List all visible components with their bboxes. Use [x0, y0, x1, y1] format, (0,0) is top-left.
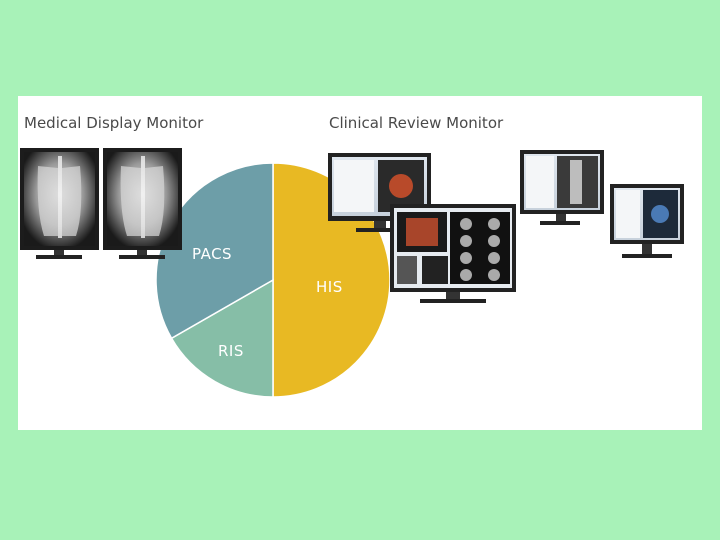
- xray-monitor-icon: [20, 148, 182, 259]
- clinical-review-heading: Clinical Review Monitor: [329, 114, 504, 132]
- pie-label-pacs: PACS: [192, 245, 233, 263]
- pie-slice-his: [272, 162, 391, 398]
- medical-display-heading: Medical Display Monitor: [24, 114, 204, 132]
- pie-chart: [155, 162, 391, 398]
- pie-label-ris: RIS: [218, 342, 244, 360]
- diagram-art: [20, 148, 684, 398]
- pie-label-his: HIS: [316, 278, 343, 296]
- pie-slice-ris: [170, 278, 274, 398]
- clinical-monitor-icon: [328, 150, 684, 303]
- diagram-panel: Medical Display Monitor Clinical Review …: [18, 96, 702, 430]
